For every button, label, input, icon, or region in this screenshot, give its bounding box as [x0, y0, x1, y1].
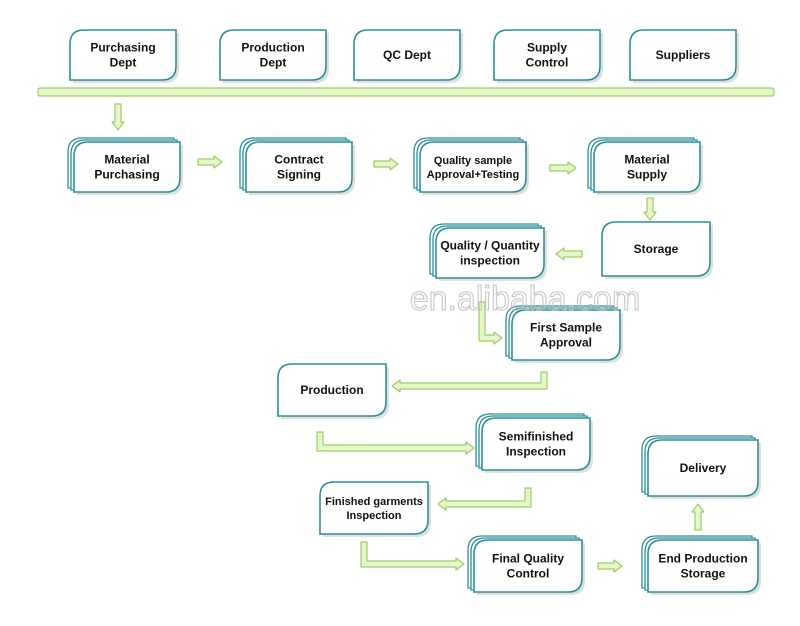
- step-box-finished-garments-label-line: Finished garments: [325, 496, 423, 508]
- arrow-semifinished-to-finished-garments: [437, 487, 532, 511]
- step-box-contract-signing-label-line: Contract: [274, 153, 323, 167]
- step-box-first-sample-label-line: Approval: [540, 336, 592, 350]
- dept-box-production-label-line: Dept: [260, 56, 287, 70]
- step-box-delivery: Delivery: [641, 435, 761, 499]
- step-box-delivery-label-line: Delivery: [680, 461, 727, 475]
- arrow-final-quality-to-end-production: [597, 559, 623, 573]
- dept-box-suppliers-label-line: Suppliers: [656, 48, 711, 62]
- step-box-material-purchasing-label-line: Purchasing: [94, 168, 159, 182]
- dept-box-production-label-line: Production: [241, 41, 304, 55]
- dept-box-suppliers: Suppliers: [629, 29, 739, 83]
- arrow-contract-to-quality-sample: [373, 157, 399, 171]
- arrow-material-supply-to-storage: [643, 197, 657, 221]
- step-box-qq-inspection-label-line: inspection: [460, 254, 520, 268]
- arrow-end-production-to-delivery: [691, 503, 705, 531]
- dept-box-purchasing-label-line: Dept: [110, 56, 137, 70]
- step-box-qq-inspection-label-line: Quality / Quantity: [440, 239, 540, 253]
- step-box-quality-sample-label-line: Quality sample: [434, 155, 512, 167]
- step-box-final-quality-label-line: Final Quality: [492, 552, 564, 566]
- dept-box-qc-label-line: QC Dept: [383, 48, 431, 62]
- dept-box-qc: QC Dept: [353, 29, 463, 83]
- arrow-production-to-semifinished: [316, 431, 475, 455]
- step-box-end-production-label-line: End Production: [658, 552, 747, 566]
- step-box-final-quality-label-line: Control: [507, 567, 550, 581]
- step-box-first-sample-label-line: First Sample: [530, 321, 602, 335]
- arrow-finished-garments-to-final-quality: [360, 541, 465, 571]
- step-box-storage: Storage: [601, 221, 713, 279]
- step-box-storage-label-line: Storage: [634, 242, 679, 256]
- step-box-material-purchasing-label-line: Material: [104, 153, 149, 167]
- arrow-qq-inspection-to-first-sample: [478, 301, 503, 345]
- step-box-contract-signing-label-line: Signing: [277, 168, 321, 182]
- step-box-quality-sample-label-line: Approval+Testing: [427, 169, 519, 181]
- dept-box-purchasing-label-line: Purchasing: [90, 41, 155, 55]
- step-box-production-label-line: Production: [300, 383, 363, 397]
- arrow-quality-sample-to-material-supply: [549, 161, 577, 175]
- arrow-divider-to-material-purchasing: [111, 103, 125, 131]
- watermark-text: en.alibaba.com: [410, 280, 641, 318]
- step-box-production: Production: [277, 363, 389, 419]
- dept-box-supply-label-line: Supply: [527, 41, 567, 55]
- dept-box-supply-label-line: Control: [526, 56, 569, 70]
- step-box-semifinished-label-line: Semifinished: [499, 430, 574, 444]
- step-box-end-production-label-line: Storage: [681, 567, 726, 581]
- step-box-semifinished-label-line: Inspection: [506, 445, 566, 459]
- arrow-first-sample-to-production: [391, 371, 548, 393]
- step-box-material-supply-label-line: Supply: [627, 168, 667, 182]
- step-box-finished-garments-label-line: Inspection: [346, 510, 401, 522]
- department-divider-bar: [37, 87, 775, 97]
- arrow-purchasing-to-contract: [197, 155, 223, 169]
- step-box-material-supply-label-line: Material: [624, 153, 669, 167]
- arrow-storage-to-qq-inspection: [555, 247, 583, 261]
